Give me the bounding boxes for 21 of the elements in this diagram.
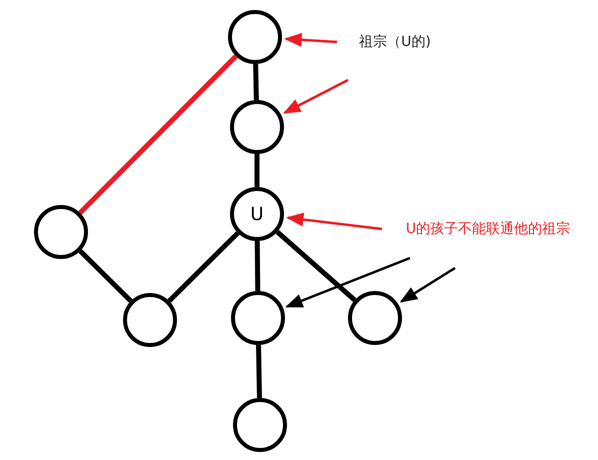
tree-edge <box>253 64 259 100</box>
annotation-text: U的孩子不能联通他的祖宗 <box>390 217 586 241</box>
tree-edge <box>276 230 356 302</box>
tree-edge <box>78 249 133 303</box>
circle-node <box>123 293 177 347</box>
tree-edge <box>254 240 260 292</box>
tree-edge <box>254 154 260 187</box>
annotation-text: 祖宗（U的) <box>345 30 445 54</box>
arrow <box>400 266 456 303</box>
arrow <box>285 256 410 308</box>
node-circle: U <box>230 187 284 241</box>
arrow <box>286 212 382 230</box>
tree-edge <box>256 344 262 398</box>
arrow <box>283 78 349 114</box>
highlighted-edge <box>78 54 238 215</box>
circle-node <box>34 205 88 259</box>
circle-node <box>348 291 402 345</box>
tree-edge <box>167 231 240 303</box>
circle-node <box>228 10 282 64</box>
arrow <box>284 32 338 47</box>
circle-node <box>233 398 287 452</box>
